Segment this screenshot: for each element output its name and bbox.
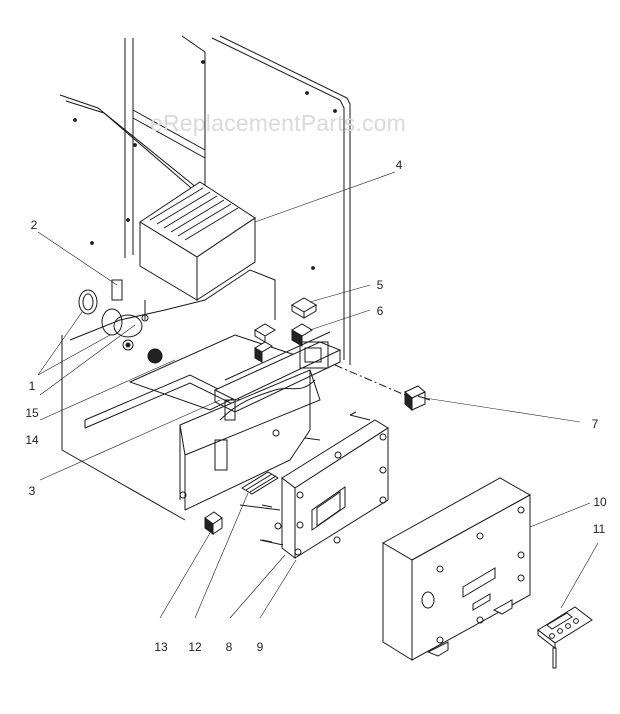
callout-14: 14: [25, 433, 39, 447]
ribbon-connector: [241, 471, 279, 495]
rocker-switch: [334, 364, 431, 412]
watermark-text: eReplacementParts.com: [150, 110, 407, 136]
overlay-label: [537, 606, 593, 669]
callout-1: 1: [28, 379, 36, 393]
control-box: [139, 181, 256, 301]
callout-3: 3: [28, 484, 36, 498]
callout-4: 4: [395, 158, 403, 172]
callout-8: 8: [225, 640, 233, 654]
knob-assembly: [78, 289, 149, 338]
switch-buttons: [254, 297, 317, 363]
top-bracket: [59, 94, 198, 194]
left-side-panel: [61, 269, 276, 521]
callout-2: 2: [30, 218, 38, 232]
callout-9: 9: [256, 640, 264, 654]
callout-11: 11: [592, 522, 606, 536]
callout-15: 15: [25, 406, 39, 420]
callout-6: 6: [376, 304, 384, 318]
front-cover: [381, 477, 532, 661]
callout-10: 10: [593, 495, 607, 509]
callout-12: 12: [188, 640, 202, 654]
rear-panel: [90, 35, 351, 365]
leader-lines: [37, 171, 599, 619]
terminal-block: [204, 511, 223, 535]
callout-7: 7: [591, 417, 599, 431]
wire-channel: [213, 331, 342, 421]
callout-13: 13: [154, 640, 168, 654]
board-screws: [261, 411, 357, 543]
control-board: [239, 414, 389, 560]
callout-5: 5: [376, 278, 384, 292]
